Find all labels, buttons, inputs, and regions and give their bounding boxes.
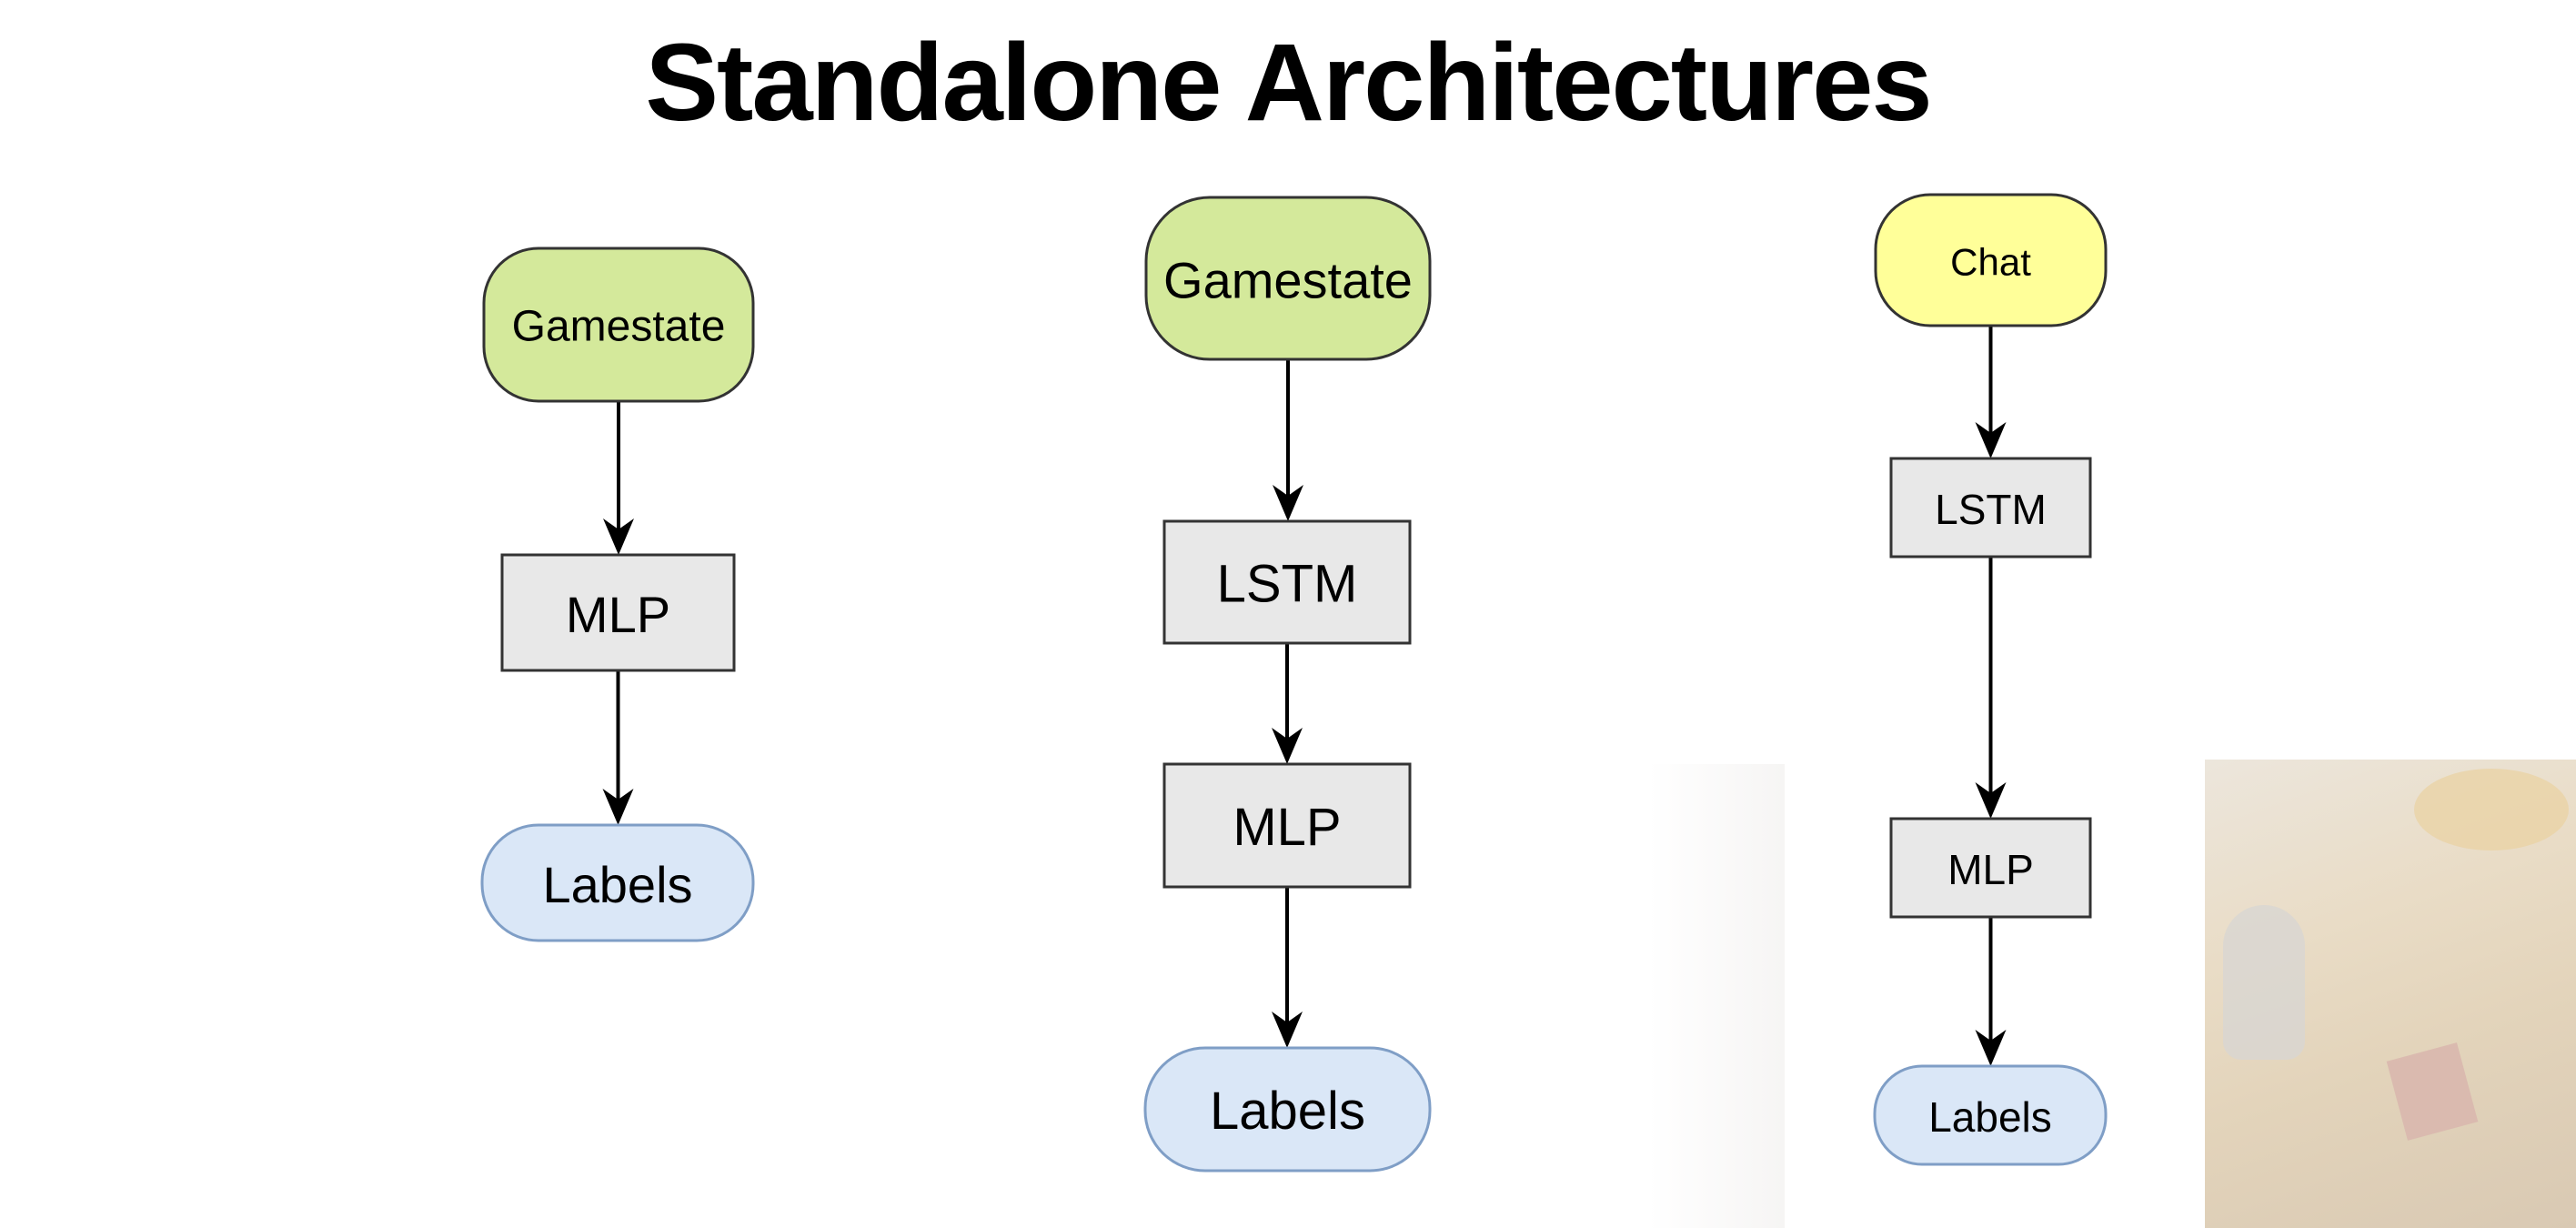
node-d2-input: Gamestate (1144, 196, 1432, 361)
node-d2-output: Labels (1143, 1046, 1432, 1173)
node-d3-mlp: MLP (1889, 817, 2092, 919)
node-label-d1-output: Labels (542, 856, 692, 913)
node-d2-mlp: MLP (1162, 762, 1412, 889)
node-shape-d1-input (482, 247, 755, 403)
node-shape-d2-lstm (1162, 519, 1412, 645)
node-shape-d3-mlp (1889, 817, 2092, 919)
node-d3-output: Labels (1873, 1064, 2108, 1166)
node-d1-output: Labels (480, 823, 755, 942)
node-d1-input: Gamestate (482, 247, 755, 403)
arrowhead-d1-mlp-to-d1-output (602, 789, 634, 825)
node-shape-d3-output (1873, 1064, 2108, 1166)
node-label-d2-lstm: LSTM (1217, 555, 1358, 614)
background-figure-decoration (2223, 905, 2305, 1060)
node-shape-d3-lstm (1889, 457, 2092, 559)
node-d3-input: Chat (1874, 193, 2108, 327)
arrowhead-d2-lstm-to-d2-mlp (1272, 728, 1303, 764)
node-label-d2-input: Gamestate (1163, 252, 1413, 309)
arrowhead-d3-lstm-to-d3-mlp (1975, 782, 2007, 819)
background-disc-decoration (2414, 769, 2569, 851)
arrowhead-d3-mlp-to-d3-output (1975, 1030, 2007, 1066)
node-label-d1-mlp: MLP (566, 586, 670, 643)
node-shape-d2-mlp (1162, 762, 1412, 889)
slide-title: Standalone Architectures (645, 20, 1932, 144)
background-photo-right (2205, 760, 2576, 1228)
node-shape-d1-output (480, 823, 755, 942)
arrowhead-d2-mlp-to-d2-output (1272, 1012, 1303, 1048)
arrowhead-d1-input-to-d1-mlp (603, 518, 634, 555)
node-shape-d1-mlp (500, 553, 736, 672)
node-label-d3-lstm: LSTM (1935, 486, 2047, 533)
arrowhead-d3-input-to-d3-lstm (1975, 422, 2007, 458)
node-shape-d2-input (1144, 196, 1432, 361)
node-label-d3-input: Chat (1950, 241, 2031, 284)
arrowhead-d2-input-to-d2-lstm (1273, 485, 1303, 521)
node-label-d2-mlp: MLP (1233, 798, 1341, 857)
node-shape-d2-output (1143, 1046, 1432, 1173)
node-d2-lstm: LSTM (1162, 519, 1412, 645)
node-label-d2-output: Labels (1210, 1082, 1365, 1141)
node-label-d3-mlp: MLP (1947, 846, 2034, 893)
node-label-d1-input: Gamestate (512, 303, 726, 351)
node-label-d3-output: Labels (1928, 1093, 2052, 1141)
node-d1-mlp: MLP (500, 553, 736, 672)
background-photo-left (1648, 764, 1785, 1228)
node-d3-lstm: LSTM (1889, 457, 2092, 559)
node-shape-d3-input (1874, 193, 2108, 327)
